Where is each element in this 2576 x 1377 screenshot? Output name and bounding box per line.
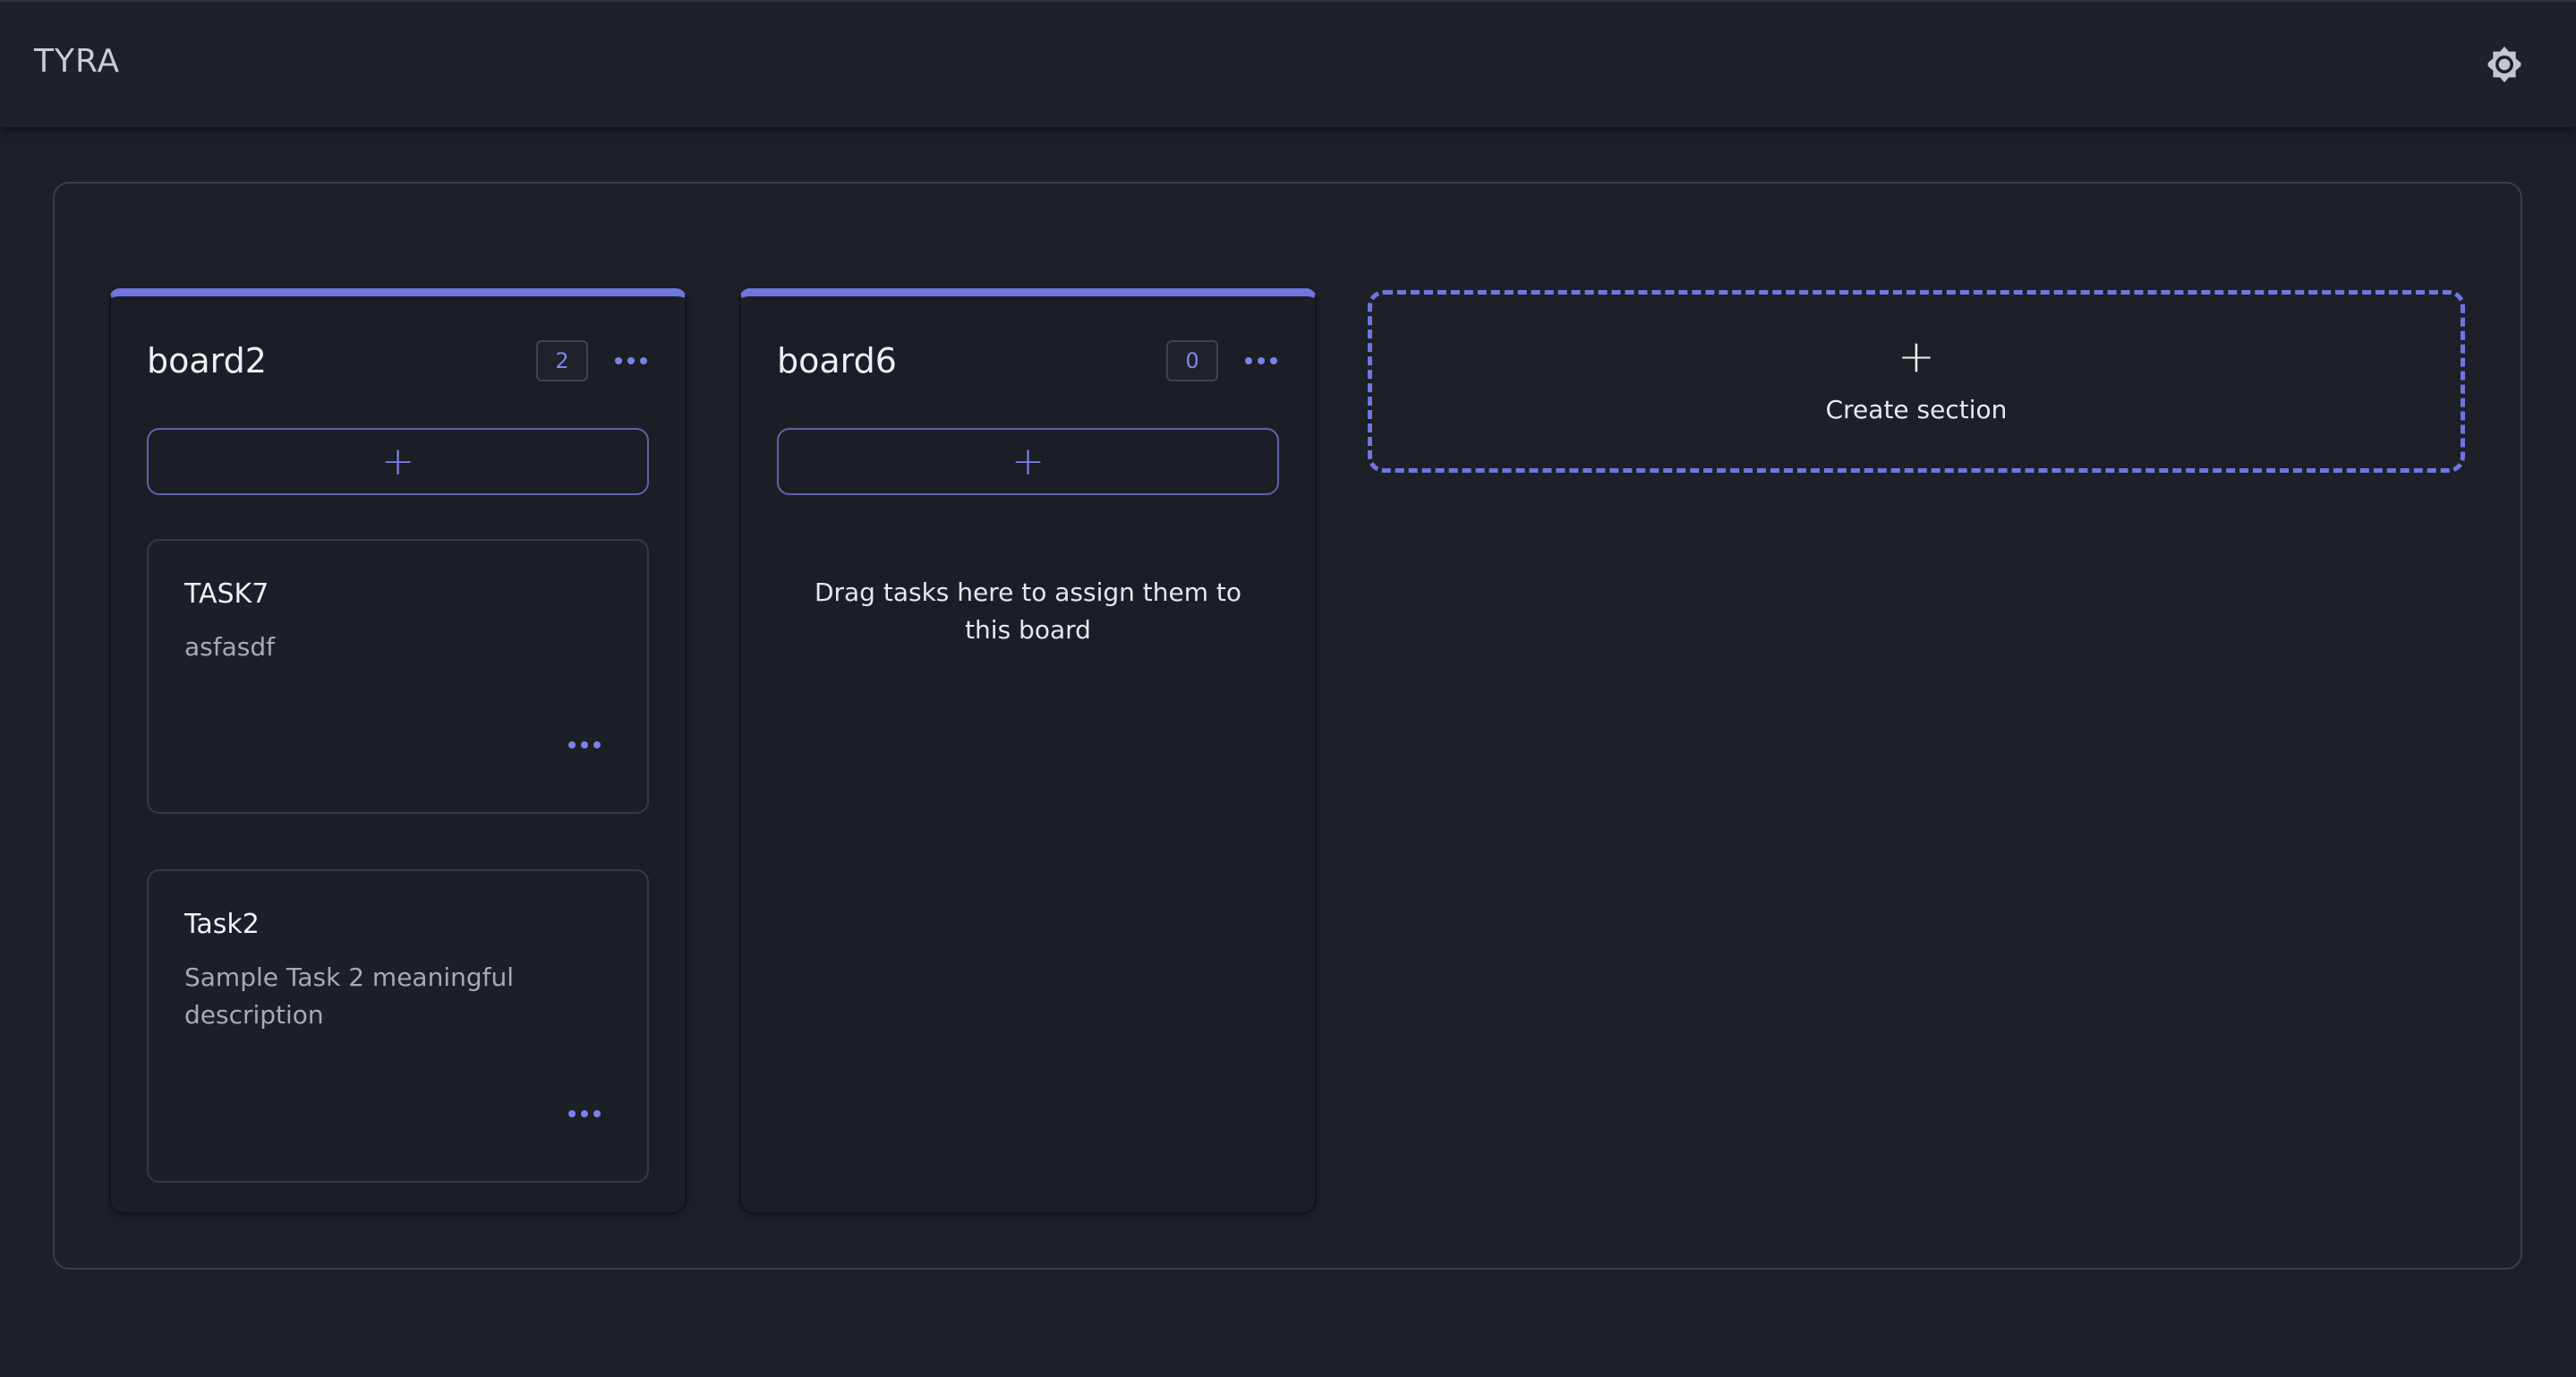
top-bar: TYRA: [0, 0, 2576, 127]
task-title: TASK7: [184, 578, 269, 610]
add-task-button[interactable]: +: [147, 428, 649, 495]
more-horizontal-icon: [568, 741, 601, 748]
board-options-button[interactable]: [613, 343, 649, 379]
task-options-button[interactable]: [567, 731, 602, 758]
more-horizontal-icon: [615, 357, 647, 364]
board-title: board2: [147, 341, 267, 381]
create-section-label: Create section: [1825, 395, 2008, 424]
board-title: board6: [777, 341, 897, 381]
create-section-button[interactable]: + Create section: [1368, 290, 2465, 473]
plus-icon: +: [1898, 330, 1935, 382]
task-description: Sample Task 2 meaningful description: [184, 962, 515, 1030]
plus-icon: +: [1011, 438, 1045, 484]
task-title: Task2: [184, 909, 260, 940]
more-horizontal-icon: [1245, 357, 1277, 364]
board-column: board2 2 + TASK7 asfasdf Task2 Sample Ta…: [109, 288, 687, 1214]
more-horizontal-icon: [568, 1110, 601, 1117]
task-description: asfasdf: [184, 632, 275, 662]
task-count-badge: 0: [1166, 340, 1218, 381]
board-header: board2 2: [147, 334, 649, 388]
board-header: board6 0: [777, 334, 1279, 388]
board-column: board6 0 + Drag tasks here to assign the…: [739, 288, 1317, 1214]
task-options-button[interactable]: [567, 1100, 602, 1127]
theme-toggle-button[interactable]: [2483, 43, 2526, 86]
task-card[interactable]: Task2 Sample Task 2 meaningful descripti…: [147, 869, 649, 1183]
task-count-badge: 2: [536, 340, 588, 381]
plus-icon: +: [381, 438, 414, 484]
board-options-button[interactable]: [1243, 343, 1279, 379]
app-title: TYRA: [34, 43, 121, 80]
task-card[interactable]: TASK7 asfasdf: [147, 539, 649, 814]
sun-icon: [2487, 46, 2521, 83]
empty-board-hint: Drag tasks here to assign them to this b…: [814, 577, 1242, 645]
add-task-button[interactable]: +: [777, 428, 1279, 495]
